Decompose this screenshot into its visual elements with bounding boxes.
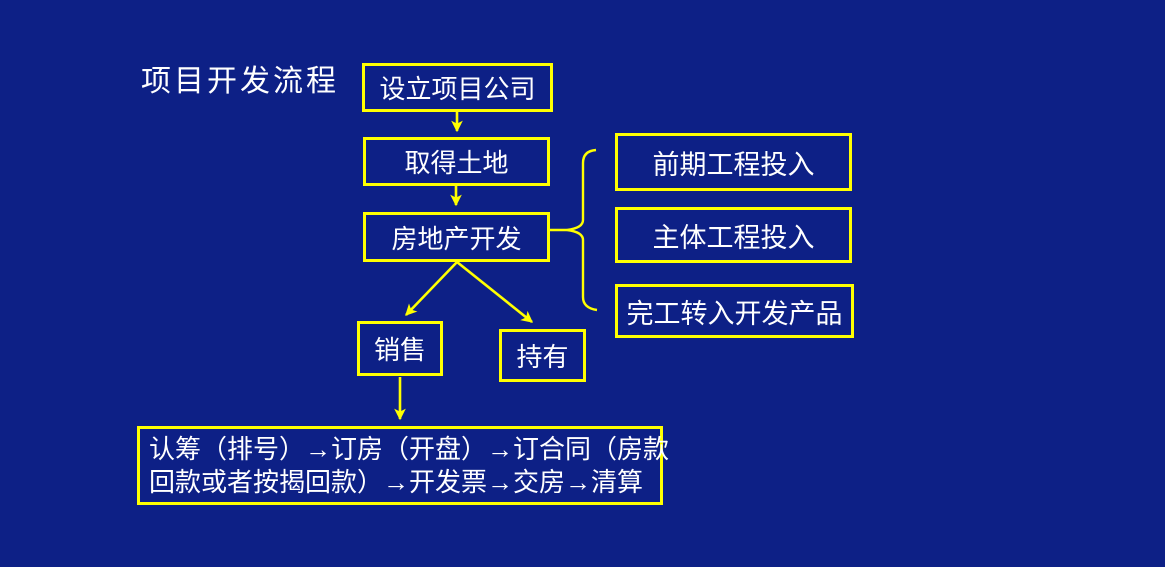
box-hold: 持有	[499, 329, 586, 382]
box-early-stage-investment: 前期工程投入	[615, 133, 852, 191]
box-main-works-investment: 主体工程投入	[615, 207, 852, 263]
box-establish-company-label: 设立项目公司	[379, 74, 536, 104]
box-hold-label: 持有	[516, 342, 569, 372]
box-sales-process: 认筹（排号）→订房（开盘）→订合同（房款 回款或者按揭回款）→开发票→交房→清算	[137, 426, 669, 505]
box-establish-company: 设立项目公司	[362, 63, 553, 112]
box-real-estate-development: 房地产开发	[363, 212, 550, 262]
sales-process-line-2: 回款或者按揭回款）→开发票→交房→清算	[149, 466, 644, 497]
diagonal-arrow-development-to-sell	[405, 261, 458, 316]
box-sell: 销售	[357, 321, 443, 376]
box-sell-label: 销售	[373, 335, 426, 365]
box-acquire-land-label: 取得土地	[404, 148, 509, 178]
sales-process-line-1: 认筹（排号）→订房（开盘）→订合同（房款	[149, 433, 670, 464]
box-acquire-land: 取得土地	[363, 137, 550, 186]
curly-brace-icon	[566, 148, 598, 312]
box-completed-transfer-product-label: 完工转入开发产品	[626, 298, 843, 329]
page-title: 项目开发流程	[141, 65, 339, 98]
diagonal-arrow-development-to-hold	[456, 260, 534, 324]
box-early-stage-investment-label: 前期工程投入	[652, 149, 815, 180]
box-completed-transfer-product: 完工转入开发产品	[615, 284, 854, 338]
box-real-estate-development-label: 房地产开发	[391, 223, 522, 254]
box-main-works-investment-label: 主体工程投入	[652, 222, 815, 253]
